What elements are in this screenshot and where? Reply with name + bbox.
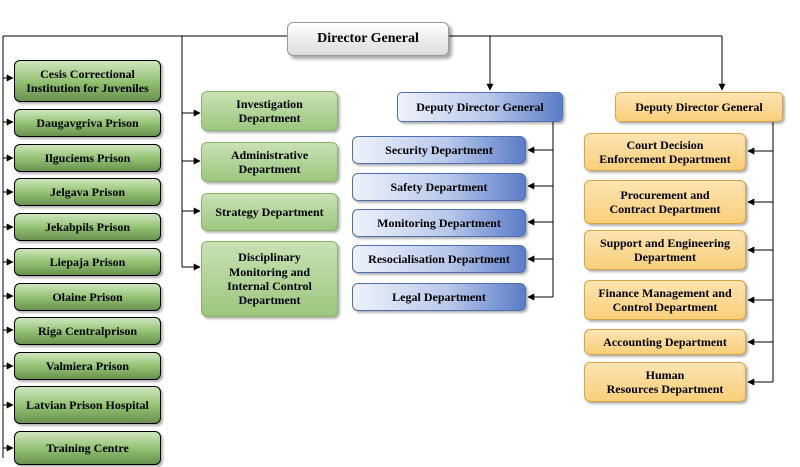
dept-box-safety: Safety Department <box>352 173 526 201</box>
prison-box-jelgava: Jelgava Prison <box>14 178 161 206</box>
director-general-box: Director General <box>287 22 449 56</box>
dept-box-human-resources: Human Resources Department <box>584 362 746 402</box>
deputy-director-box-1: Deputy Director General <box>397 92 563 122</box>
dept-box-monitoring: Monitoring Department <box>352 209 526 237</box>
dept-box-security: Security Department <box>352 136 526 164</box>
dept-box-administrative: Administrative Department <box>201 142 338 182</box>
prison-box-daugavgriva: Daugavgriva Prison <box>14 109 161 137</box>
dept-box-strategy: Strategy Department <box>201 193 338 231</box>
prison-box-valmiera: Valmiera Prison <box>14 352 161 380</box>
prison-box-cesis: Cesis Correctional Institution for Juven… <box>14 60 161 102</box>
prison-box-olaine: Olaine Prison <box>14 283 161 311</box>
prison-box-hospital: Latvian Prison Hospital <box>14 386 161 424</box>
prison-box-riga: Riga Centralprison <box>14 317 161 345</box>
dept-box-investigation: Investigation Department <box>201 91 338 131</box>
prison-box-jekabpils: Jekabpils Prison <box>14 213 161 241</box>
dept-box-resocialisation: Resocialisation Department <box>352 245 526 273</box>
prison-box-ilguciems: Ilguciems Prison <box>14 144 161 172</box>
dept-box-finance: Finance Management and Control Departmen… <box>584 280 746 320</box>
deputy-director-box-2: Deputy Director General <box>615 92 783 122</box>
dept-box-court-decision: Court Decision Enforcement Department <box>584 133 746 171</box>
dept-box-legal: Legal Department <box>352 283 526 311</box>
prison-box-training-centre: Training Centre <box>14 431 161 465</box>
dept-box-disciplinary: Disciplinary Monitoring and Internal Con… <box>201 241 338 317</box>
dept-box-accounting: Accounting Department <box>584 329 746 355</box>
dept-box-procurement: Procurement and Contract Department <box>584 180 746 224</box>
dept-box-support-engineering: Support and Engineering Department <box>584 230 746 270</box>
prison-box-liepaja: Liepaja Prison <box>14 248 161 276</box>
